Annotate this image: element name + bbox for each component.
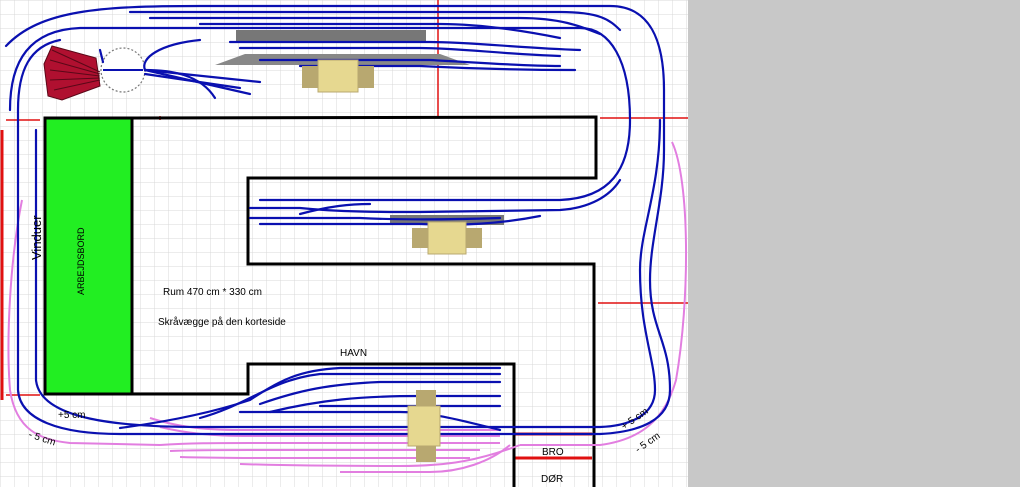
building-wing — [302, 66, 318, 88]
harbor-label: HAVN — [340, 348, 367, 359]
yard-track — [228, 40, 582, 52]
benchwork-walls — [131, 115, 598, 487]
harbor-track — [118, 366, 502, 430]
station-building-middle — [427, 221, 467, 255]
harbor-track — [268, 394, 502, 414]
lower-loop-left — [7, 199, 161, 446]
station-track — [298, 202, 372, 216]
main-line-return — [34, 118, 662, 429]
lower-track — [169, 449, 480, 452]
track-plan-diagram: Vinduer ARBEJDSBORD Rum 470 cm * 330 cm … — [0, 0, 688, 487]
platform-top — [236, 30, 426, 41]
windows-label: Vinduer — [29, 215, 44, 260]
workbench — [43, 116, 134, 396]
room-size-label: Rum 470 cm * 330 cm — [163, 287, 262, 298]
engine-facility — [43, 45, 146, 101]
buildings — [302, 59, 482, 462]
benchwork-harbor-wall — [132, 362, 516, 487]
sloped-walls-label: Skråvægge på den korteside — [158, 316, 286, 328]
station-track — [248, 178, 622, 214]
station-track — [248, 216, 502, 221]
lower-loop — [520, 141, 688, 446]
yard-track — [143, 38, 202, 72]
yard-track — [128, 10, 622, 32]
yard-track — [148, 16, 602, 36]
bridge-label: BRO — [542, 447, 564, 458]
lower-track — [239, 444, 521, 468]
engine-spur — [98, 48, 105, 64]
station-building-top — [317, 59, 359, 93]
main-line-inner — [8, 26, 632, 202]
benchwork-upper-wall — [131, 115, 598, 487]
lower-track — [179, 456, 470, 459]
lower-track — [159, 442, 500, 446]
harbor-building — [407, 405, 441, 447]
harbor-track — [238, 410, 502, 432]
empty-side-panel — [688, 0, 1020, 487]
lower-level-tracks — [7, 141, 688, 473]
station-track — [258, 214, 542, 226]
harbor-track — [198, 372, 502, 420]
building-wing — [358, 66, 374, 88]
building-wing — [416, 446, 436, 462]
main-tracks — [4, 4, 672, 436]
yard-track — [258, 58, 562, 68]
yard-track — [198, 22, 562, 40]
workbench-label: ARBEJDSBORD — [76, 227, 86, 295]
engine-spur — [143, 68, 217, 100]
yard-track — [298, 64, 577, 72]
engine-spur — [143, 72, 242, 90]
yard-track — [238, 46, 562, 58]
main-line-outer — [4, 4, 672, 436]
track-plan-canvas: Vinduer ARBEJDSBORD Rum 470 cm * 330 cm … — [0, 0, 688, 487]
door-label: DØR — [541, 474, 563, 485]
building-wing — [416, 390, 436, 408]
lower-track — [340, 444, 511, 473]
harbor-track — [258, 380, 502, 406]
building-wing — [412, 228, 428, 248]
building-wing — [466, 228, 482, 248]
plus5-left-label: +5 cm — [58, 410, 86, 421]
